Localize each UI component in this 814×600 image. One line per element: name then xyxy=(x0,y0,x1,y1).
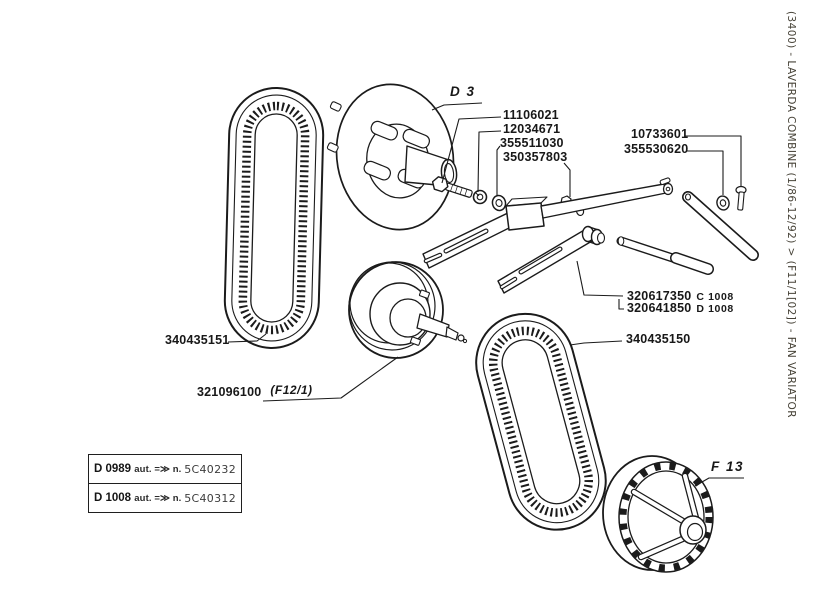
applicability-legend: D 0989 aut. =≫ n. 5C40232 D 1008 aut. =≫… xyxy=(88,454,242,513)
pin-washer-355530620 xyxy=(716,195,730,211)
legend-row-d0989: D 0989 aut. =≫ n. 5C40232 xyxy=(89,455,241,483)
callout-belt-rear: 340435151 xyxy=(165,333,230,347)
belt-rear-340435151 xyxy=(223,87,325,349)
callout-belt-front: 340435150 xyxy=(626,332,691,346)
callout-screw: 350357803 xyxy=(503,150,568,164)
legend-code: D 1008 xyxy=(94,492,132,504)
fork-lever-assembly xyxy=(422,177,759,294)
legend-code: D 0989 xyxy=(94,463,132,475)
variator-pulley-321096100 xyxy=(348,261,468,359)
legend-serial: 5C40232 xyxy=(184,462,236,476)
bolt-11106021 xyxy=(431,176,473,198)
fan-wheel-f13 xyxy=(602,455,714,573)
spring-washer-12034671 xyxy=(472,189,488,205)
callout-variator: 321096100 (F12/1) xyxy=(197,383,313,399)
legend-note: aut. =≫ n. xyxy=(134,463,182,475)
pin-bolt-10733601 xyxy=(735,185,747,211)
figure-ref-f12: (F12/1) xyxy=(270,383,313,397)
callout-spring-washer: 12034671 xyxy=(503,122,561,136)
leader-lines xyxy=(227,102,744,487)
callout-fork-d: 320641850 D 1008 xyxy=(627,302,734,316)
callout-washer: 355511030 xyxy=(500,136,564,150)
callout-pin-bolt: 10733601 xyxy=(631,127,689,141)
breadcrumb: (3400) - LAVERDA COMBINE (1/86-12/92) > … xyxy=(785,11,797,418)
fork-d-suffix: D 1008 xyxy=(696,303,734,315)
variator-number: 321096100 xyxy=(197,385,262,399)
fork-c-number: 320617350 xyxy=(627,289,692,303)
washer-355511030 xyxy=(491,194,507,212)
figure-ref-d3: D 3 xyxy=(450,84,476,99)
belt-front-340435150 xyxy=(475,312,607,531)
fork-d-number: 320641850 xyxy=(627,301,692,315)
legend-serial: 5C40312 xyxy=(184,491,236,505)
callout-pin-washer: 355530620 xyxy=(624,142,689,156)
callout-fork-c: 320617350 C 1008 xyxy=(627,290,734,304)
figure-ref-f13: F 13 xyxy=(711,459,745,474)
callout-bolt: 11106021 xyxy=(503,108,559,122)
legend-row-d1008: D 1008 aut. =≫ n. 5C40312 xyxy=(89,483,241,512)
legend-note: aut. =≫ n. xyxy=(134,492,182,504)
fork-c-suffix: C 1008 xyxy=(696,291,734,303)
drive-pulley-d3 xyxy=(326,83,458,231)
